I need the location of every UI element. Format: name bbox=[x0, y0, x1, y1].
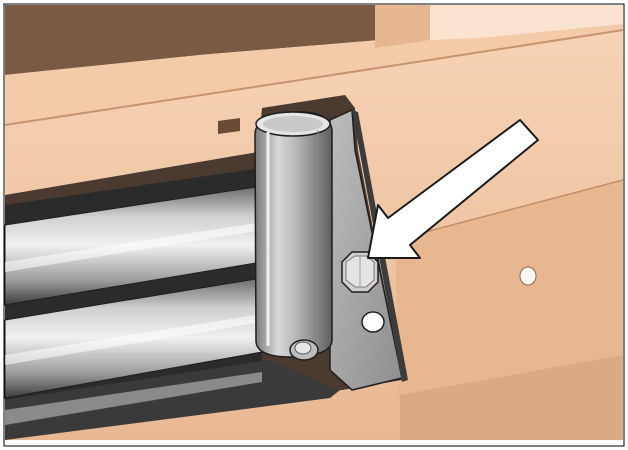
frame-slot bbox=[218, 118, 240, 134]
bracket-hole bbox=[361, 311, 385, 333]
frame-edge-line bbox=[4, 29, 624, 126]
hex-bolt-icon bbox=[341, 251, 379, 293]
frame-hole bbox=[519, 266, 537, 286]
frame-top-light bbox=[430, 5, 623, 40]
roller-tray-face bbox=[5, 372, 262, 425]
frame-bottom-strip bbox=[400, 355, 623, 440]
roller-axle-pin-face bbox=[294, 341, 312, 355]
frame-top-bevel bbox=[375, 5, 430, 48]
roller-highlight-1 bbox=[5, 222, 262, 272]
frame-top-shadow bbox=[5, 5, 380, 75]
arrow-down-left-icon bbox=[367, 119, 539, 259]
roller-highlight-2 bbox=[5, 314, 262, 365]
vertical-roller-top-inner bbox=[263, 116, 323, 132]
image-border bbox=[3, 3, 625, 447]
frame-lower-edge bbox=[394, 179, 624, 241]
